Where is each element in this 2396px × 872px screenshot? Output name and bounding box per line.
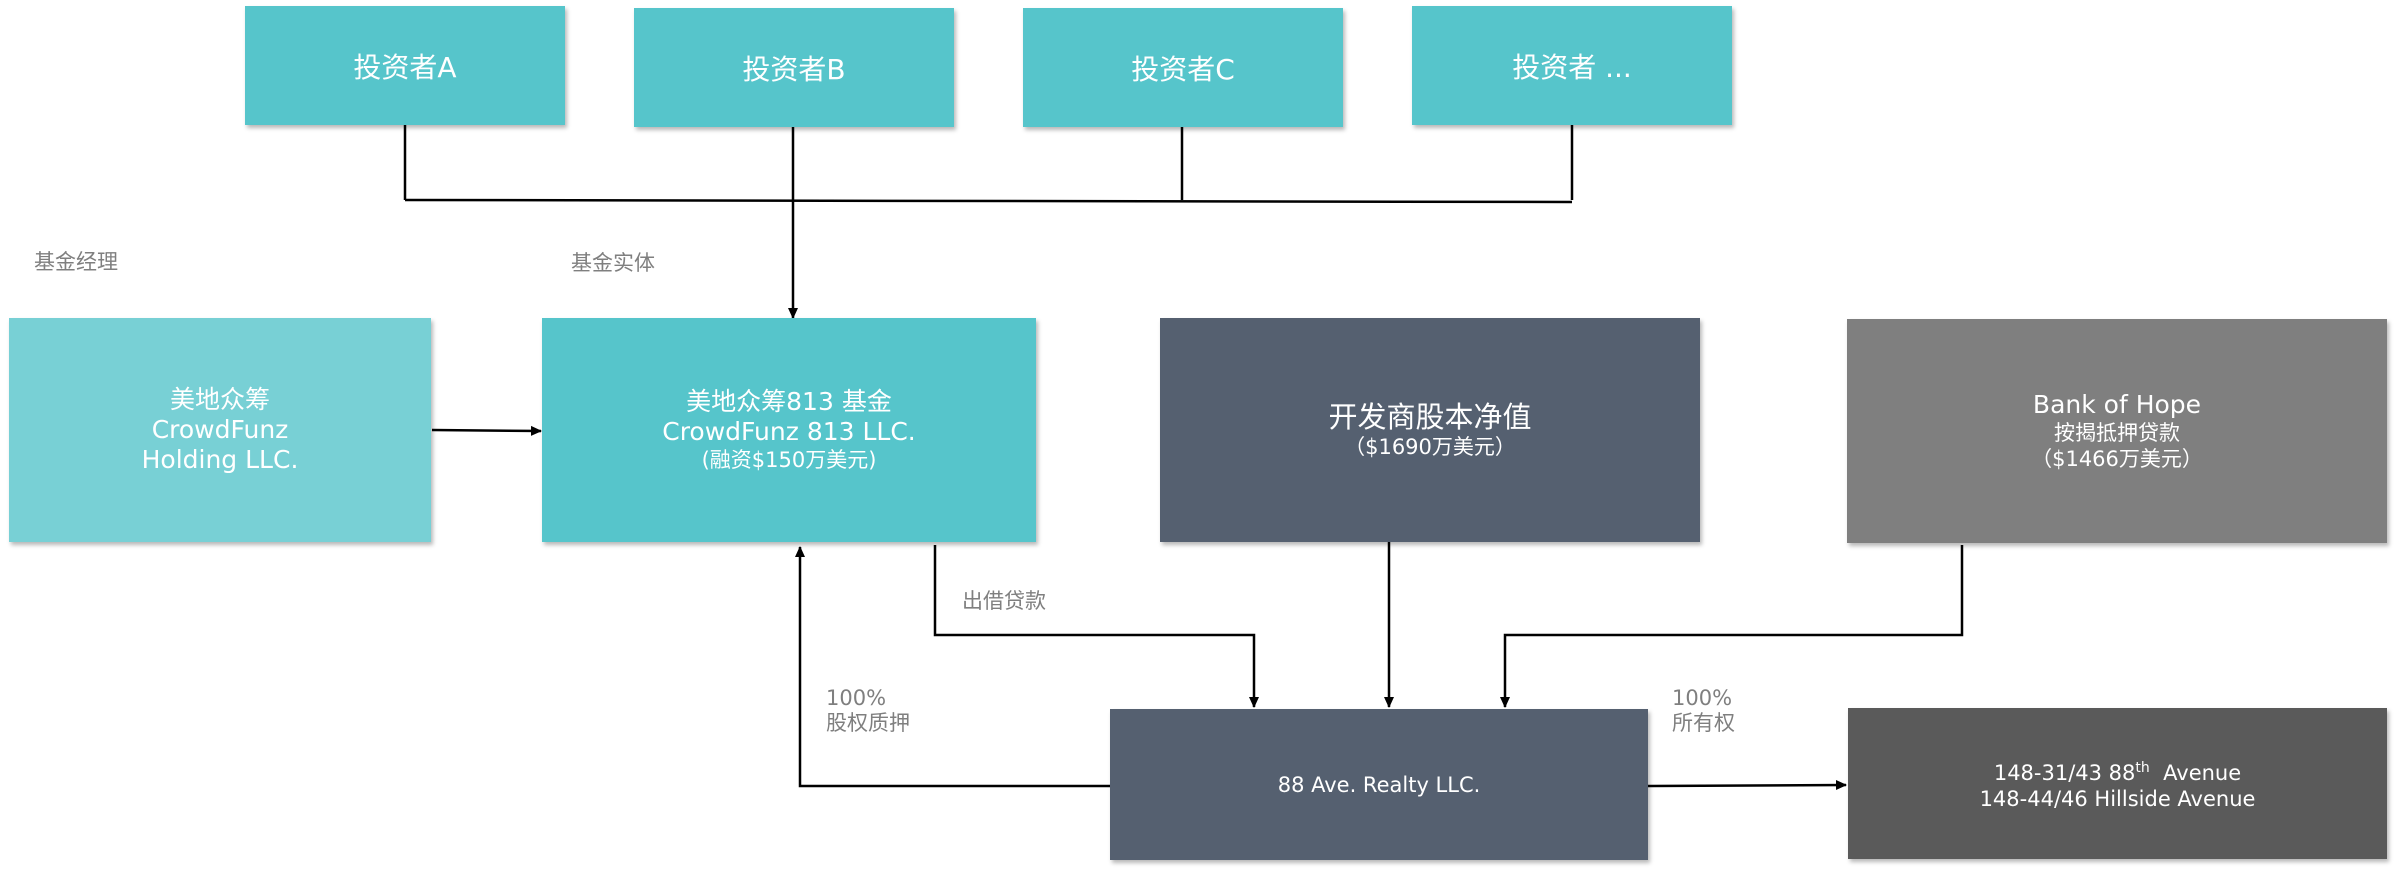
investor-c-box[interactable]: 投资者C: [1023, 8, 1343, 127]
bank-loan-type: 按揭抵押贷款: [2054, 421, 2180, 445]
investor-more-label: 投资者 ...: [1512, 50, 1632, 84]
manager-name-en-1: CrowdFunz: [151, 415, 289, 444]
fund-entity-label: 基金实体: [571, 251, 655, 275]
ownership-percent: 100%: [1672, 686, 1733, 710]
pledge-arrow: [795, 546, 1110, 788]
investor-b-label: 投资者B: [742, 52, 846, 86]
fund-manager-box[interactable]: 美地众筹 CrowdFunz Holding LLC.: [9, 318, 431, 542]
fund-manager-label: 基金经理: [34, 250, 118, 274]
realty-llc-box[interactable]: 88 Ave. Realty LLC.: [1110, 709, 1648, 860]
bank-name: Bank of Hope: [2032, 390, 2202, 419]
loan-arrow: [933, 545, 1259, 708]
fund-raise-amount: (融资$150万美元): [701, 448, 877, 472]
investor-b-box[interactable]: 投资者B: [634, 8, 954, 127]
ownership-label: 100% 所有权: [1672, 686, 1735, 736]
investor-more-box[interactable]: 投资者 ...: [1412, 6, 1732, 125]
bank-to-realty-arrow: [1500, 545, 1964, 708]
realty-llc-name: 88 Ave. Realty LLC.: [1277, 772, 1481, 797]
investor-a-label: 投资者A: [353, 50, 457, 84]
manager-name-cn: 美地众筹: [169, 385, 270, 414]
property-address-1: 148-31/43 88th Avenue: [1993, 760, 2242, 785]
investor-c-label: 投资者C: [1131, 52, 1235, 86]
developer-equity-title: 开发商股本净值: [1328, 400, 1532, 434]
property-box[interactable]: 148-31/43 88th Avenue 148-44/46 Hillside…: [1848, 708, 2387, 859]
investor-a-box[interactable]: 投资者A: [245, 6, 565, 125]
bank-loan-amount: （$1466万美元）: [2031, 447, 2203, 471]
manager-to-fund-arrow: [431, 425, 542, 436]
fund-name-en: CrowdFunz 813 LLC.: [662, 417, 916, 446]
manager-name-en-2: Holding LLC.: [141, 445, 299, 474]
investor-bus-line: [404, 198, 1573, 204]
bank-loan-box[interactable]: Bank of Hope 按揭抵押贷款 （$1466万美元）: [1847, 319, 2387, 543]
developer-equity-amount: （$1690万美元）: [1344, 435, 1516, 459]
fund-entity-box[interactable]: 美地众筹813 基金 CrowdFunz 813 LLC. (融资$150万美元…: [542, 318, 1036, 542]
loan-out-label: 出借贷款: [962, 589, 1046, 613]
ownership-text: 所有权: [1672, 711, 1735, 735]
pledge-label: 100% 股权质押: [826, 686, 910, 736]
property-address-2: 148-44/46 Hillside Avenue: [1979, 787, 2256, 811]
developer-equity-box[interactable]: 开发商股本净值 （$1690万美元）: [1160, 318, 1700, 542]
pledge-percent: 100%: [826, 686, 887, 710]
ownership-arrow: [1647, 780, 1847, 791]
fund-name-cn: 美地众筹813 基金: [686, 387, 892, 416]
pledge-text: 股权质押: [826, 711, 910, 735]
